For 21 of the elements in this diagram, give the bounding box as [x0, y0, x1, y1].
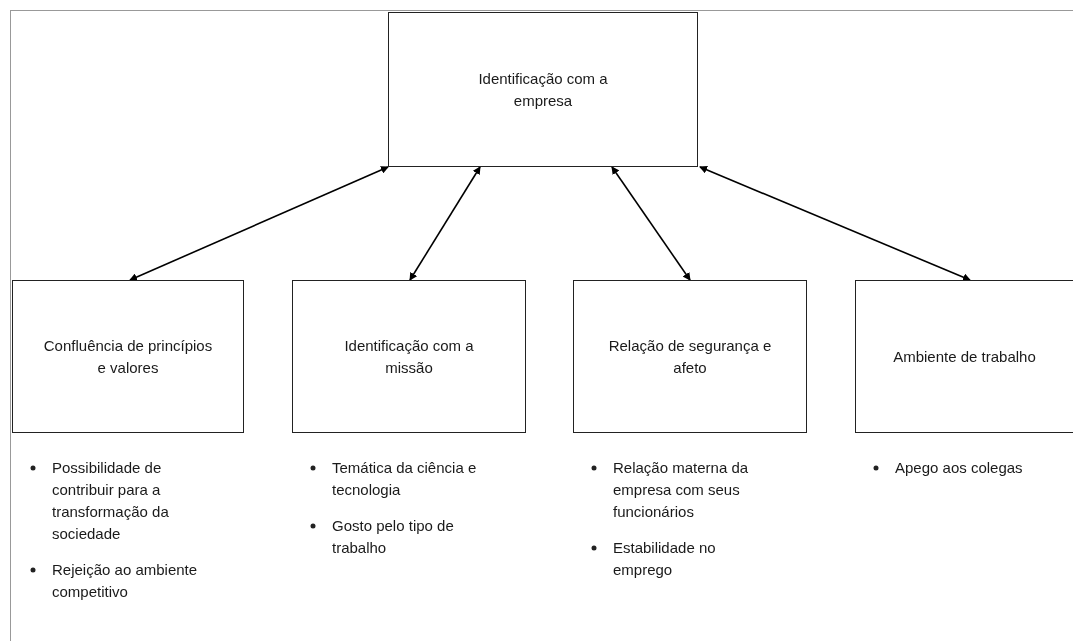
- box-label: Identificação com a empresa: [477, 68, 609, 111]
- concept-box: [573, 280, 807, 433]
- concept-box: [855, 280, 1073, 433]
- bullet-text: Possibilidade de contribuir para a transformação da sociedade: [52, 458, 170, 544]
- box-label: Relação de segurança e afeto: [607, 335, 773, 378]
- box-label: Confluência de princípios e valores: [42, 335, 214, 378]
- double-arrow: [699, 166, 971, 281]
- bullet-text: Gosto pelo tipo de trabalho: [332, 516, 455, 558]
- bullet-text: Apego aos colegas: [895, 458, 1024, 478]
- box-label: Ambiente de trabalho: [893, 346, 1036, 367]
- double-arrow: [611, 166, 691, 281]
- double-arrow: [409, 166, 481, 281]
- bullet-text: Temática da ciência e tecnologia: [332, 458, 478, 500]
- concept-box: [388, 12, 698, 167]
- concept-box: [292, 280, 526, 433]
- concept-box: [12, 280, 244, 433]
- bullet-text: Rejeição ao ambiente competitivo: [52, 560, 198, 602]
- bullet-text: Relação materna da empresa com seus funcionários: [613, 458, 750, 522]
- box-label: Identificação com a missão: [343, 335, 475, 378]
- double-arrow: [129, 166, 389, 281]
- bullet-text: Estabilidade no emprego: [613, 538, 717, 580]
